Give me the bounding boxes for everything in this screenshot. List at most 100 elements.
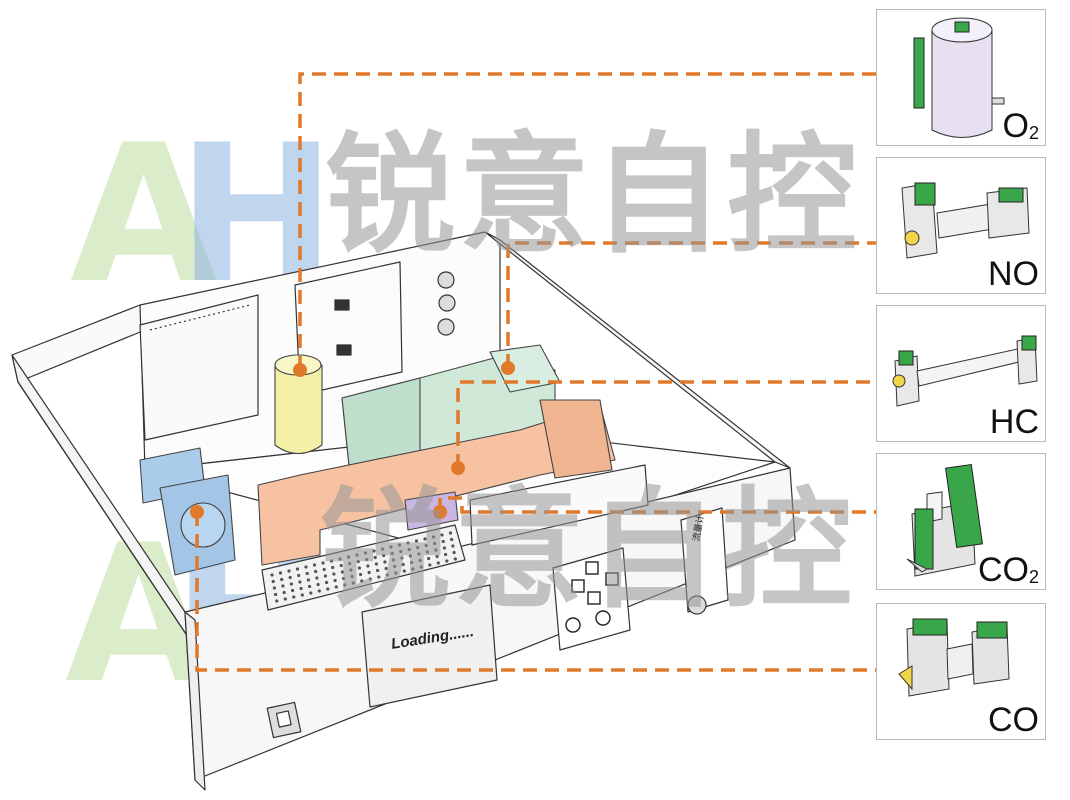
vent-hole	[417, 552, 421, 556]
watermark-text-top: 锐意自控	[325, 119, 862, 271]
hc-sensor-image	[892, 335, 1038, 407]
vent-hole	[351, 581, 355, 585]
vent-hole	[325, 580, 329, 585]
leader-lines	[195, 72, 876, 672]
vent-hole	[342, 576, 346, 581]
vent-hole	[418, 558, 422, 563]
vent-hole	[431, 535, 436, 539]
vent-hole	[343, 583, 347, 587]
vent-hole	[355, 553, 359, 557]
vent-hole	[406, 541, 410, 545]
vent-hole	[299, 586, 303, 591]
vent-hole	[339, 563, 343, 568]
vent-hole	[326, 587, 330, 591]
vent-hole	[434, 548, 438, 552]
front-panel-lip	[184, 611, 206, 791]
vent-hole	[394, 571, 398, 575]
sensor-label-co2: CO2	[977, 551, 1039, 589]
vent-hole	[356, 559, 360, 564]
o2-leader	[298, 72, 876, 370]
vent-hole	[419, 565, 423, 569]
flowmeter-knob	[687, 595, 707, 615]
vent-hole	[359, 572, 363, 577]
vent-hole	[316, 582, 320, 587]
sensor-label-no: NO	[988, 255, 1039, 293]
vent-hole	[278, 571, 283, 575]
vent-hole	[292, 595, 296, 599]
vent-hole	[272, 586, 276, 590]
vent-hole	[414, 539, 419, 543]
vent-hole	[380, 547, 385, 551]
o2-cell	[274, 364, 323, 455]
co2-leader	[438, 496, 876, 514]
vent-hole	[385, 573, 389, 577]
vent-hole	[442, 546, 446, 550]
vent-hole	[288, 575, 292, 580]
sensor-label-hc: HC	[989, 403, 1039, 441]
sensor-card-co2: CO2	[876, 453, 1046, 590]
vent-hole	[374, 562, 378, 566]
vent-hole	[329, 559, 334, 563]
vent-hole	[440, 533, 444, 537]
vent-hole	[270, 573, 274, 577]
vent-hole	[373, 555, 377, 560]
chassis-bottom-edge	[17, 381, 191, 641]
vent-hole	[332, 572, 336, 576]
vent-hole	[450, 537, 454, 542]
power-supply	[261, 524, 466, 611]
vent-hole	[367, 570, 371, 575]
vent-hole	[321, 561, 325, 565]
vent-hole	[427, 556, 431, 561]
sensor-card-no: NO	[876, 157, 1046, 294]
vent-hole	[428, 563, 432, 567]
vent-hole	[275, 599, 279, 603]
vent-hole	[391, 558, 395, 562]
vent-hole	[448, 531, 453, 535]
sensor-card-hc: HC	[876, 305, 1046, 442]
vent-hole	[363, 551, 368, 555]
vent-hole	[382, 553, 386, 558]
vent-hole	[280, 577, 284, 582]
vent-hole	[410, 560, 414, 565]
vent-hole	[416, 545, 420, 550]
vent-hole	[400, 556, 404, 560]
vent-hole	[349, 568, 353, 572]
watermark-logo-top: AH	[70, 104, 337, 325]
vent-hole	[357, 566, 361, 570]
vent-hole	[383, 560, 387, 564]
vent-hole	[411, 567, 415, 571]
vent-hole	[423, 537, 427, 541]
vent-hole	[436, 561, 440, 565]
sensor-card-co: CO	[876, 603, 1046, 740]
vent-hole	[314, 569, 318, 574]
vent-hole	[444, 552, 448, 557]
vent-hole	[451, 544, 455, 548]
co-bracket	[404, 491, 459, 531]
vent-hole	[377, 575, 381, 579]
vent-hole	[333, 578, 337, 583]
vent-hole	[360, 579, 364, 583]
vent-hole	[338, 557, 342, 561]
vent-hole	[376, 568, 380, 573]
vent-hole	[295, 567, 300, 571]
leader-dots	[190, 361, 515, 519]
sensor-label-o2: O2	[1002, 107, 1039, 145]
vent-hole	[425, 550, 429, 554]
vent-hole	[407, 547, 411, 552]
vent-hole	[445, 559, 449, 563]
sensor-card-o2: O2	[876, 9, 1046, 146]
vent-hole	[452, 550, 456, 555]
vent-hole	[340, 570, 344, 574]
vent-hole	[389, 545, 393, 549]
vent-hole	[291, 588, 295, 593]
vent-hole	[315, 576, 319, 580]
vent-hole	[397, 543, 402, 547]
co2-sensor-image	[906, 464, 984, 577]
power-supply-vents	[270, 531, 457, 603]
vent-hole	[317, 589, 321, 593]
vent-hole	[334, 585, 338, 589]
vent-hole	[435, 554, 439, 559]
vent-hole	[300, 593, 304, 597]
vent-hole	[402, 569, 406, 573]
